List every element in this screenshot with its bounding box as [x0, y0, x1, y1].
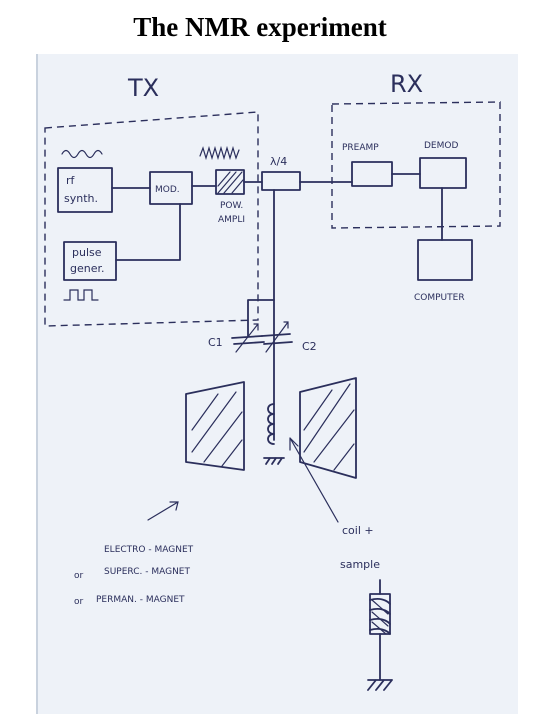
ground-icon: [263, 457, 285, 465]
pulse-generator-label-2: gener.: [70, 262, 105, 275]
capacitor-c2: [261, 333, 293, 345]
diagram-sheet: [36, 54, 518, 714]
pulse-generator-box: [63, 241, 117, 281]
magnet-pole-right: [299, 377, 357, 479]
computer-label: COMPUTER: [414, 293, 465, 303]
demod-label: DEMOD: [424, 141, 458, 151]
demod-box: [419, 157, 467, 189]
mod-label: MOD.: [155, 185, 180, 195]
computer-box: [417, 239, 473, 281]
amplifier-hatch: [217, 171, 244, 194]
magnet-pole-right-hatch: [303, 383, 355, 471]
rx-region: [331, 101, 501, 229]
power-amplifier-label-2: AMPLI: [218, 215, 245, 225]
tx-label: TX: [127, 74, 159, 102]
power-amplifier-label-1: POW.: [220, 201, 243, 211]
rf-coil: [267, 403, 275, 445]
preamp-label: PREAMP: [342, 143, 379, 153]
magnet-pole-left: [185, 381, 245, 471]
preamp-box: [351, 161, 393, 187]
magnet-pole-left-hatch: [191, 391, 243, 467]
magnet-pointer-arrow: [147, 501, 179, 521]
magnet-note-3-prefix: or: [74, 597, 84, 607]
capacitor-c1-variable-arrow: [235, 323, 259, 353]
square-pulse-icon: [63, 289, 99, 301]
magnet-note-2-prefix: or: [74, 571, 84, 581]
capacitor-c1-lead: [247, 299, 275, 337]
sine-wave-icon: [61, 149, 103, 159]
rf-synth-box: [57, 167, 113, 213]
magnet-note-3: PERMAN. - MAGNET: [96, 595, 185, 605]
rf-synth-label-2: synth.: [64, 192, 98, 205]
capacitor-c1-label: C1: [208, 336, 223, 349]
magnet-note-1: ELECTRO - MAGNET: [104, 545, 194, 555]
wire-pulse-mod: [115, 203, 181, 261]
sample-ground-icon: [367, 679, 393, 691]
rf-synth-label-1: rf: [66, 174, 76, 187]
quarter-wave-line-box: [261, 171, 301, 191]
sample-coil-windings: [369, 598, 391, 635]
coil-pointer-arrow: [289, 437, 339, 523]
tx-region: [44, 111, 259, 327]
quarter-wave-label: λ/4: [270, 155, 287, 168]
pulse-generator-label-1: pulse: [72, 246, 102, 259]
page-title: The NMR experiment: [133, 12, 387, 42]
capacitor-c2-label: C2: [302, 340, 317, 353]
coil-sample-label-2: sample: [340, 558, 380, 571]
rx-label: RX: [390, 70, 423, 98]
capacitor-c1: [231, 335, 265, 345]
pulsed-rf-icon: [199, 145, 240, 161]
capacitor-c2-variable-arrow: [265, 321, 289, 353]
coil-sample-label-1: coil +: [342, 524, 374, 537]
magnet-note-2: SUPERC. - MAGNET: [104, 567, 190, 577]
